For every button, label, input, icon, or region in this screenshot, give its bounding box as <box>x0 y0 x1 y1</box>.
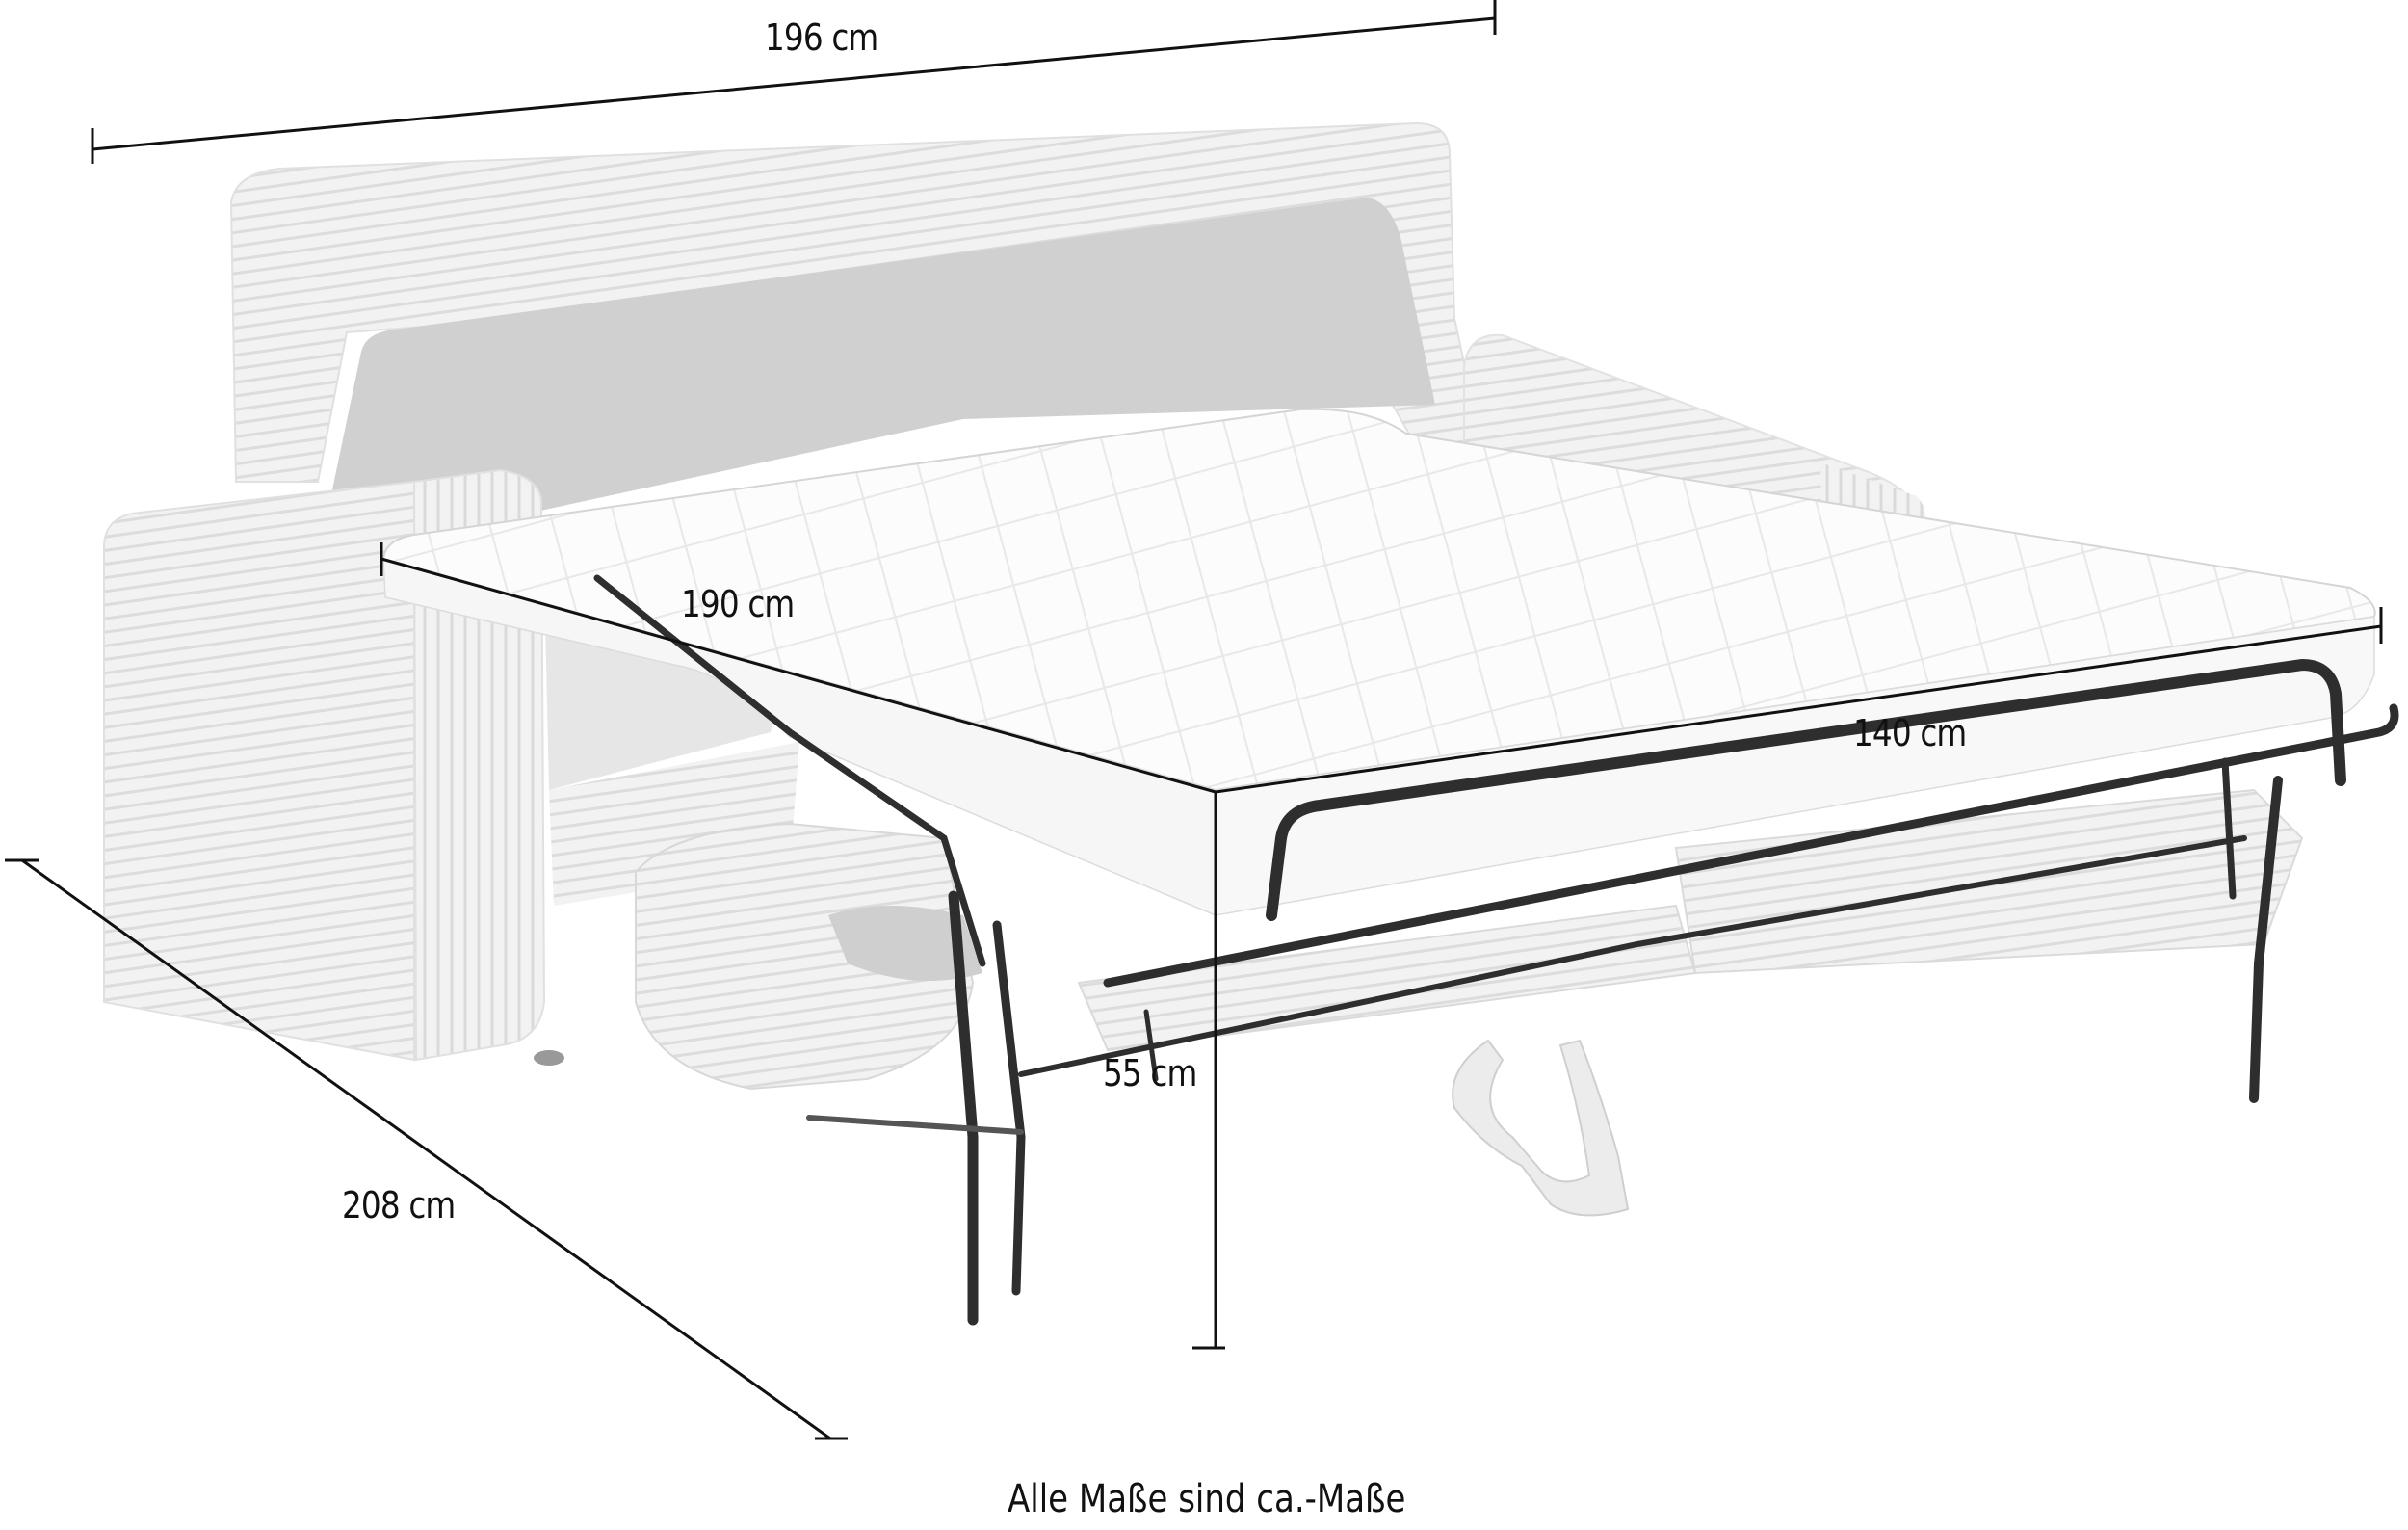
dimension-line-mattress-length <box>380 557 1217 794</box>
carry-strap <box>1452 1039 1630 1217</box>
measurements-disclaimer-caption: Alle Maße sind ca.-Maße <box>1008 1477 1406 1521</box>
dimension-label-width: 196 cm <box>765 16 878 59</box>
metal-bed-frame <box>593 574 2399 1326</box>
dimension-label-mattress-width: 140 cm <box>1853 712 1967 754</box>
dimension-line-width <box>92 16 1496 151</box>
dimension-label-mattress-length: 190 cm <box>681 583 795 625</box>
dimension-line-mattress-width <box>1215 624 2382 794</box>
dimension-line-depth <box>21 858 831 1440</box>
dimension-lines <box>5 0 2383 1440</box>
sofa-left-armrest <box>103 468 546 1062</box>
dimension-label-depth: 208 cm <box>342 1184 456 1227</box>
sofa-foot <box>534 1050 564 1066</box>
dimension-label-height: 55 cm <box>1103 1052 1197 1095</box>
